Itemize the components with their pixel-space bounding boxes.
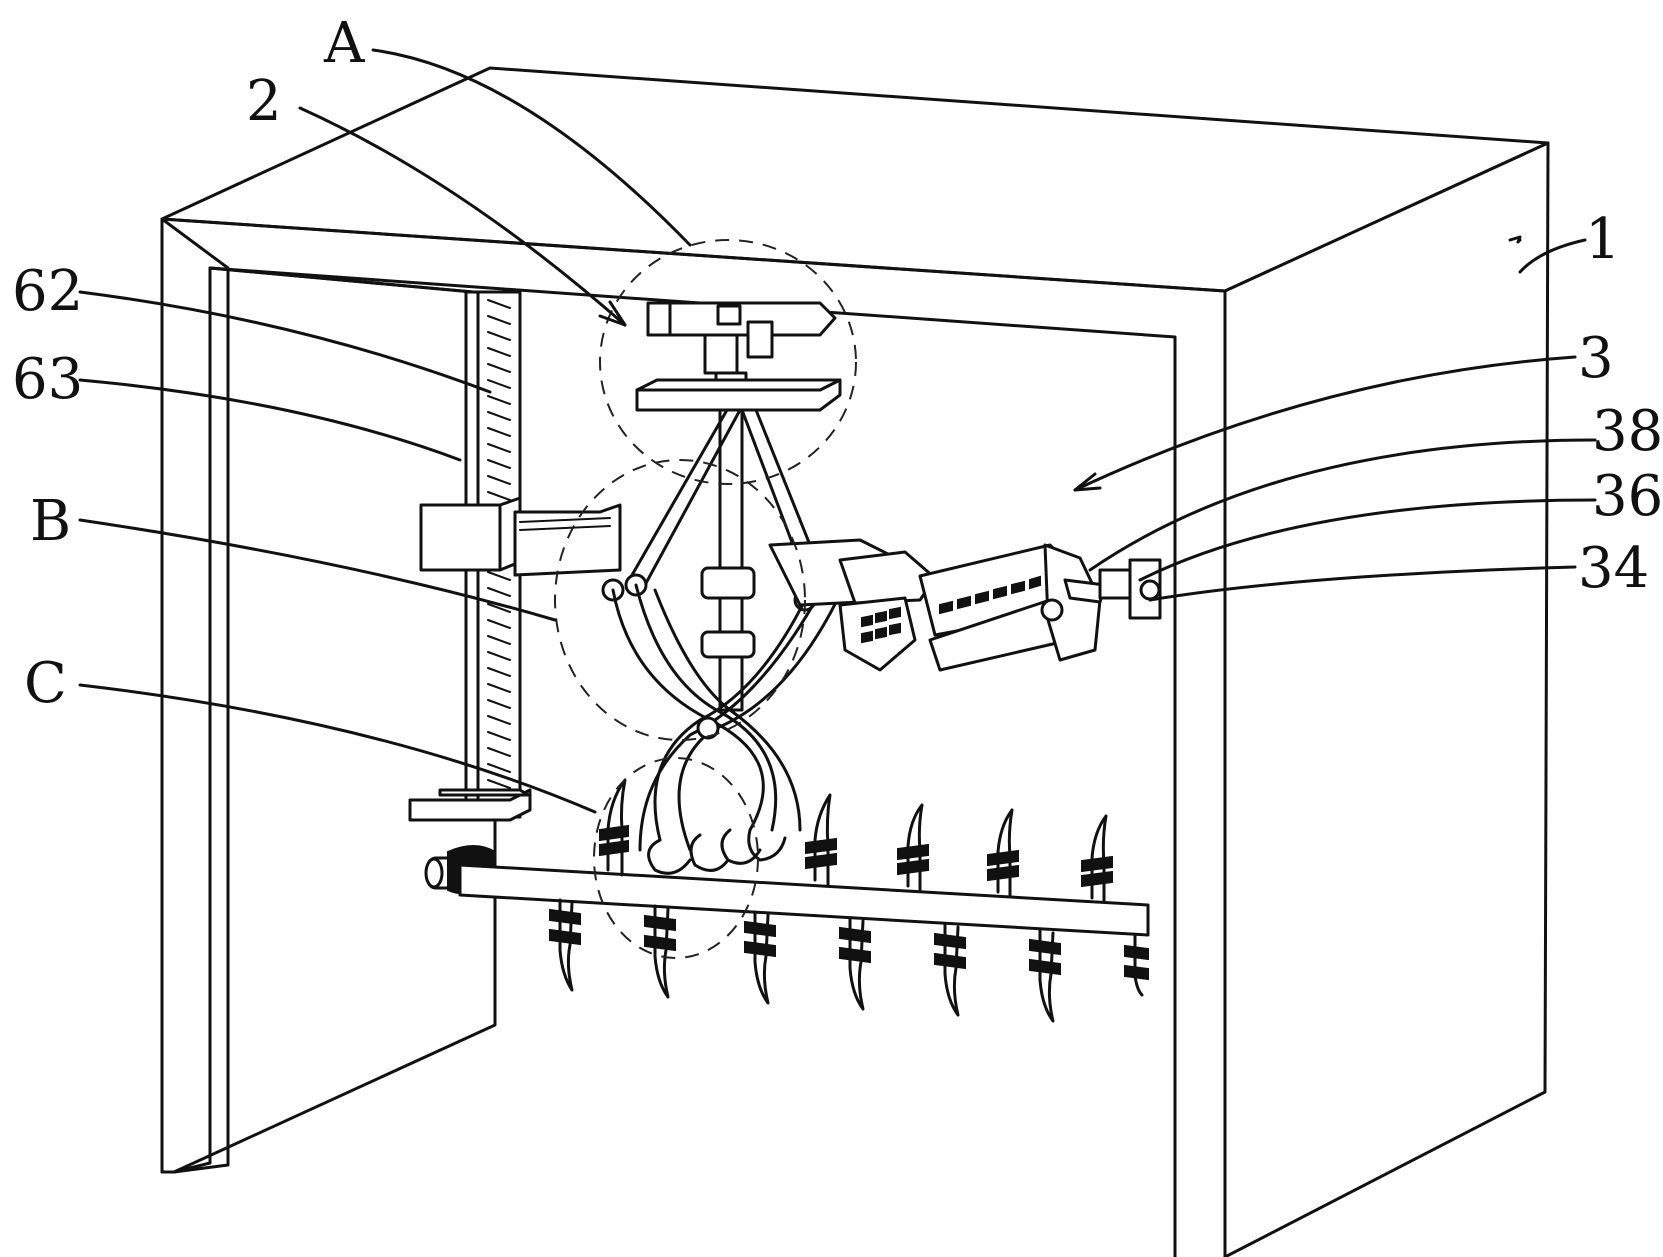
leader-lines — [78, 48, 1597, 814]
frame-body — [160, 66, 1550, 1257]
label-63: 63 — [12, 347, 83, 412]
lower-cutters — [549, 898, 1149, 1023]
label-3: 3 — [1578, 326, 1614, 391]
label-36: 36 — [1592, 464, 1663, 529]
gear-teeth-right — [939, 575, 1041, 615]
label-b: B — [30, 489, 71, 554]
label-62: 62 — [12, 259, 83, 324]
label-2: 2 — [246, 69, 282, 134]
spindle — [700, 408, 756, 712]
reference-labels: A 2 62 63 B C 1 3 38 36 34 — [12, 11, 1663, 716]
gear-teeth-left — [861, 606, 901, 644]
label-c: C — [24, 651, 67, 716]
side-arm — [768, 538, 1162, 672]
label-a: A — [323, 11, 365, 76]
top-mount — [635, 301, 842, 412]
detail-circles — [554, 239, 857, 959]
cutter-shaft — [458, 778, 1150, 1023]
label-38: 38 — [1592, 399, 1663, 464]
label-34: 34 — [1578, 536, 1649, 601]
label-1: 1 — [1585, 207, 1621, 272]
lead-screw-assembly — [408, 290, 622, 895]
